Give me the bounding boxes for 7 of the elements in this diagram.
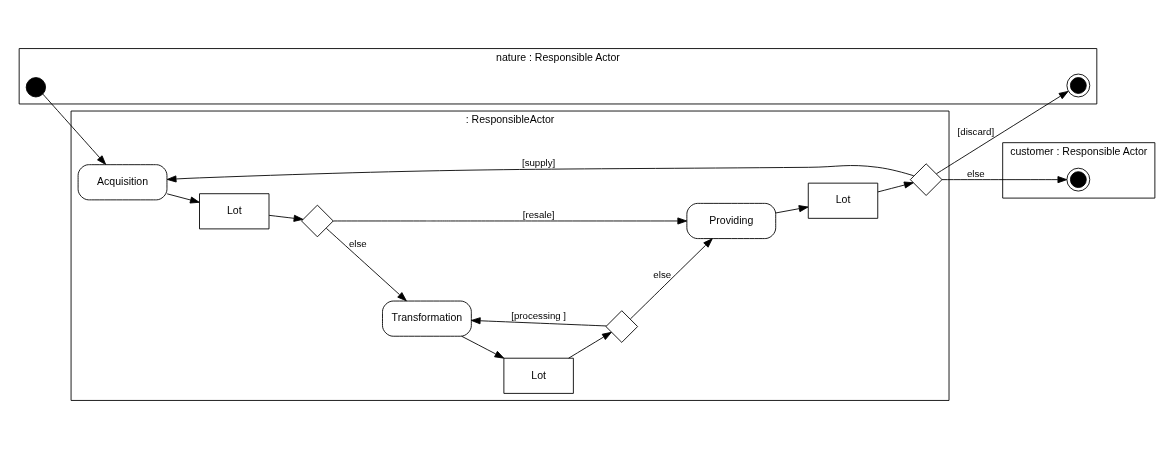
edge-label: [resale] bbox=[522, 209, 555, 221]
edge-label: [supply] bbox=[521, 157, 556, 169]
edge-label: [processing ] bbox=[511, 310, 567, 322]
edge-label: else bbox=[966, 167, 985, 179]
edge-label: else bbox=[653, 268, 672, 280]
edge-label: [discard] bbox=[957, 126, 995, 138]
edge-label: else bbox=[348, 238, 367, 250]
